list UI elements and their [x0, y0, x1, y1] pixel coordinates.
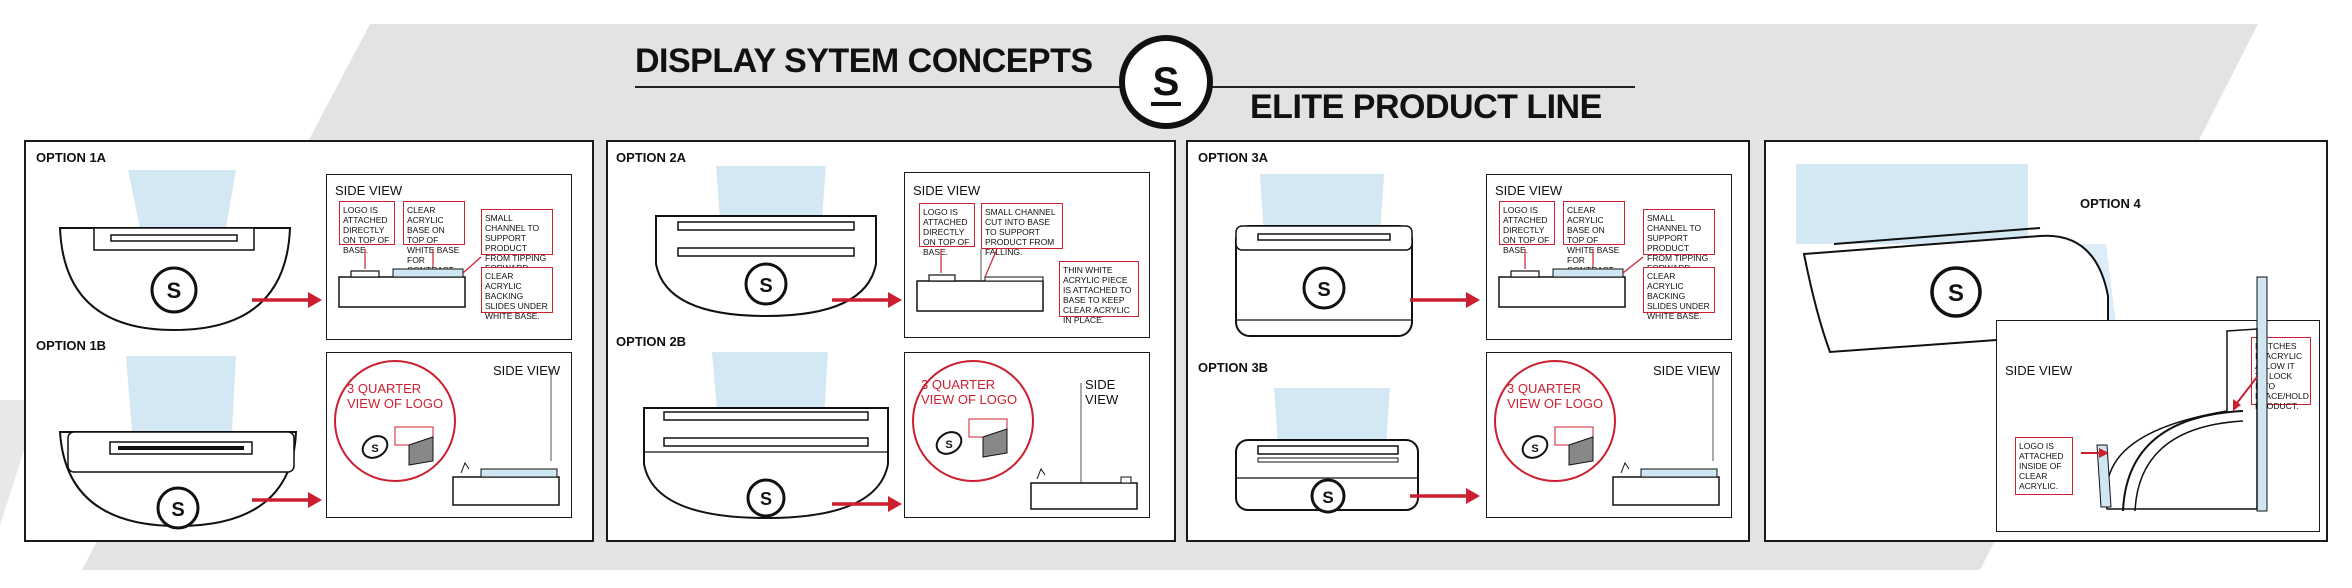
option-1a-side-view: SIDE VIEW LOGO IS ATTACHED DIRECTLY ON T… — [326, 174, 572, 340]
option-1b-side-view: SIDE VIEW S 3 QUARTER VIEW OF LOGO — [326, 352, 572, 518]
quarter-view-label: 3 QUARTER VIEW OF LOGO — [1507, 381, 1604, 411]
arrow-icon — [1410, 292, 1480, 308]
option-3b-product-illustration: S — [1235, 388, 1419, 514]
note-logo-attached: LOGO IS ATTACHED DIRECTLY ON TOP OF BASE… — [339, 201, 395, 255]
svg-text:S: S — [1531, 443, 1538, 455]
option-2a-side-view: SIDE VIEW LOGO IS ATTACHED DIRECTLY ON T… — [904, 172, 1150, 338]
option-3a-product-illustration: S — [1235, 174, 1413, 337]
quarter-view-circle: S — [912, 360, 1034, 482]
option-1b-product-illustration: S — [58, 356, 298, 530]
option-2a-label: OPTION 2A — [616, 150, 687, 165]
svg-text:S: S — [371, 443, 378, 455]
side-view-drawing — [1612, 369, 1720, 506]
note-thin-acrylic: THIN WHITE ACRYLIC PIECE IS ATTACHED TO … — [1059, 261, 1139, 325]
side-view-drawing — [452, 369, 560, 506]
note-clear-base: CLEAR ACRYLIC BASE ON TOP OF WHITE BASE … — [1563, 201, 1625, 275]
quarter-view-circle: S — [1494, 360, 1616, 482]
note-backing: CLEAR ACRYLIC BACKING SLIDES UNDER WHITE… — [1643, 267, 1715, 321]
svg-text:S: S — [1322, 488, 1333, 507]
brand-logo-icon: S — [1119, 35, 1213, 129]
option-2b-product-illustration: S — [643, 352, 889, 520]
option-3b-label: OPTION 3B — [1198, 360, 1269, 375]
option-1a-product-illustration: S — [58, 170, 292, 332]
option-1b-label: OPTION 1B — [36, 338, 107, 353]
option-2a-product-illustration: S — [655, 166, 877, 318]
arrow-icon — [252, 292, 322, 308]
arrow-icon — [1410, 488, 1480, 504]
svg-text:S: S — [1153, 60, 1180, 104]
arrow-icon — [832, 292, 902, 308]
arrow-icon — [832, 496, 902, 512]
option-4-side-view: SIDE VIEW NOTCHES IN ACRYLIC ALLOW IT TO… — [1996, 276, 2320, 532]
side-view-drawing — [916, 248, 1044, 312]
quarter-view-label: 3 QUARTER VIEW OF LOGO — [347, 381, 444, 411]
side-view-label: SIDE VIEW — [335, 183, 403, 198]
panel-option-4: OPTION 4 S SIDE VIEW NOTCHES IN ACRYLIC … — [1764, 140, 2328, 542]
svg-text:S: S — [760, 489, 772, 509]
side-view-label: SIDE VIEW — [1085, 377, 1119, 407]
note-logo-attached: LOGO IS ATTACHED DIRECTLY ON TOP OF BASE… — [919, 203, 975, 257]
option-4-label: OPTION 4 — [2080, 196, 2141, 211]
note-clear-base: CLEAR ACRYLIC BASE ON TOP OF WHITE BASE … — [403, 201, 465, 275]
side-view-drawing — [1498, 249, 1644, 308]
option-1a-label: OPTION 1A — [36, 150, 107, 165]
option-2b-side-view: SIDE VIEW S 3 QUARTER VIEW OF LOGO — [904, 352, 1150, 518]
note-channel: SMALL CHANNEL TO SUPPORT PRODUCT FROM TI… — [481, 209, 553, 273]
page-subtitle: ELITE PRODUCT LINE — [1250, 88, 1602, 126]
quarter-view-circle: S — [334, 360, 456, 482]
note-logo-attached: LOGO IS ATTACHED DIRECTLY ON TOP OF BASE… — [1499, 201, 1555, 255]
svg-text:S: S — [945, 439, 952, 451]
panel-option-3: OPTION 3A OPTION 3B S SIDE VIEW LOGO IS … — [1186, 140, 1750, 542]
side-view-label: SIDE VIEW — [1495, 183, 1563, 198]
panel-option-2: OPTION 2A OPTION 2B S SIDE VIEW LOGO IS … — [606, 140, 1176, 542]
svg-text:S: S — [171, 499, 184, 521]
option-3a-side-view: SIDE VIEW LOGO IS ATTACHED DIRECTLY ON T… — [1486, 174, 1732, 340]
side-view-drawing — [1030, 383, 1138, 510]
option-3b-side-view: SIDE VIEW S 3 QUARTER VIEW OF LOGO — [1486, 352, 1732, 518]
note-logo-inside: LOGO IS ATTACHED INSIDE OF CLEAR ACRYLIC… — [2015, 437, 2073, 495]
note-backing: CLEAR ACRYLIC BACKING SLIDES UNDER WHITE… — [481, 267, 553, 321]
quarter-view-label: 3 QUARTER VIEW OF LOGO — [921, 377, 1018, 407]
svg-text:S: S — [167, 278, 182, 303]
svg-text:S: S — [1317, 279, 1330, 301]
note-channel: SMALL CHANNEL CUT INTO BASE TO SUPPORT P… — [981, 203, 1063, 257]
panel-option-1: OPTION 1A OPTION 1B S SIDE VIEW LOGO IS … — [24, 140, 594, 542]
svg-text:S: S — [1948, 280, 1964, 307]
svg-text:S: S — [759, 275, 772, 297]
side-view-label: SIDE VIEW — [2005, 363, 2073, 378]
page-title: DISPLAY SYTEM CONCEPTS — [635, 42, 1093, 80]
side-view-label: SIDE VIEW — [1653, 363, 1721, 378]
arrow-icon — [252, 492, 322, 508]
note-channel: SMALL CHANNEL TO SUPPORT PRODUCT FROM TI… — [1643, 209, 1715, 273]
side-view-drawing — [2081, 276, 2268, 512]
side-view-label: SIDE VIEW — [493, 363, 561, 378]
side-view-label: SIDE VIEW — [913, 183, 981, 198]
side-view-drawing — [338, 249, 482, 308]
option-2b-label: OPTION 2B — [616, 334, 687, 349]
option-3a-label: OPTION 3A — [1198, 150, 1269, 165]
